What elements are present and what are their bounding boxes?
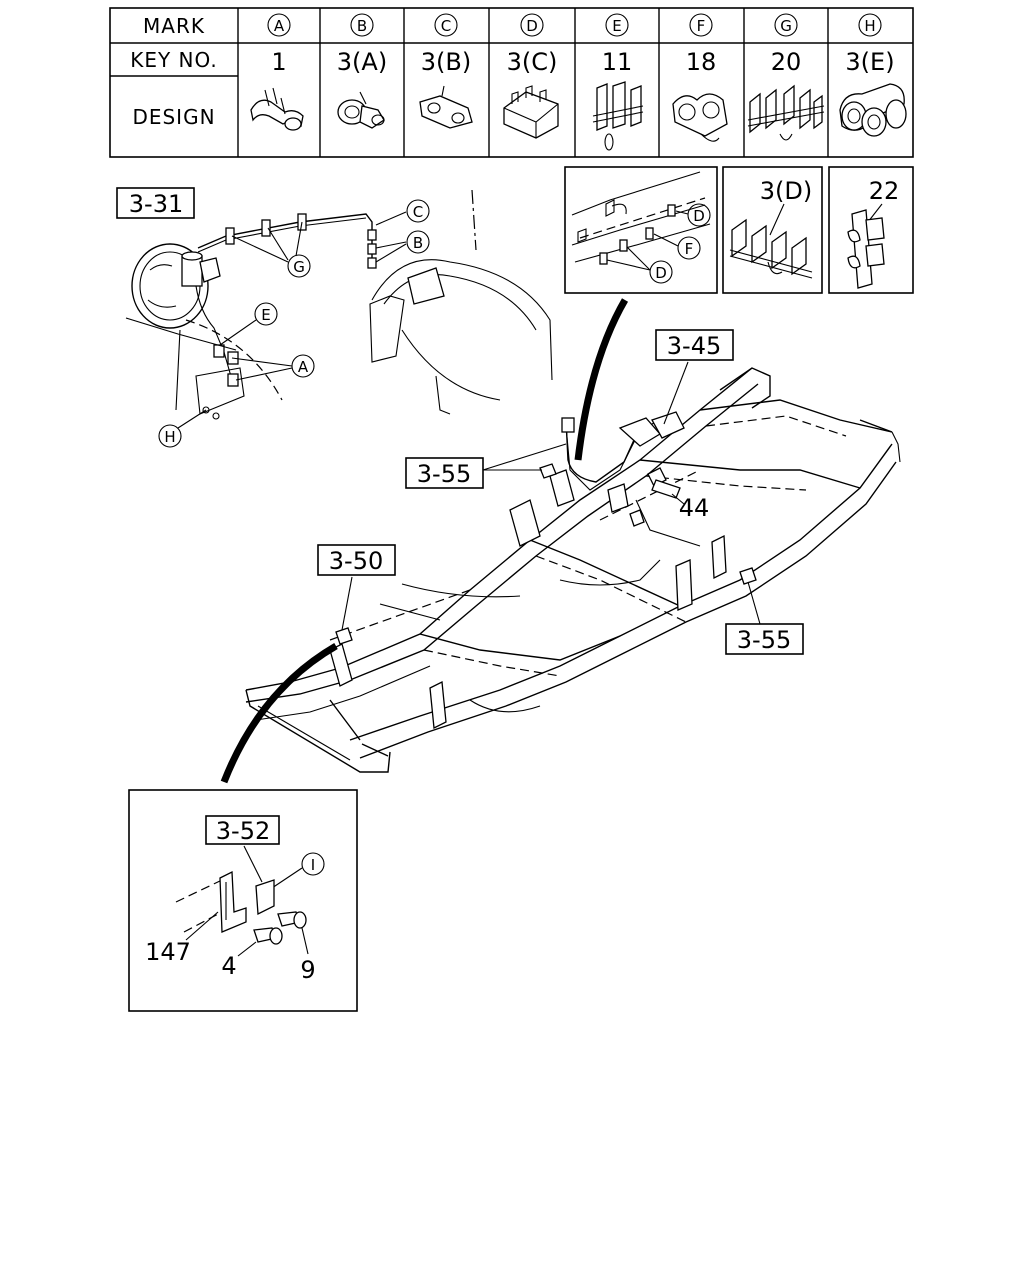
callout-3-55-upper: 3-55: [405, 443, 567, 489]
mark-c: C: [441, 17, 451, 35]
inset-leader-top: [574, 298, 629, 461]
ref-3-55-upper-label: 3-55: [417, 460, 471, 488]
bracket-ref-label: 3-52: [216, 817, 270, 845]
inset-clip-3d: 3(D): [722, 166, 823, 294]
key-c: 3(B): [421, 48, 471, 76]
bracket-part-147: 147: [145, 938, 191, 966]
callout-3-50: 3-50: [317, 544, 396, 631]
mark-d: D: [526, 17, 538, 35]
callout-3-45: 3-45: [655, 329, 734, 425]
ref-3-45-label: 3-45: [667, 332, 721, 360]
left-mark-b: B: [413, 234, 423, 252]
inset-clip-location: D F D: [564, 166, 718, 294]
key-d: 3(C): [507, 48, 558, 76]
key-h: 3(E): [845, 48, 894, 76]
left-mark-g: G: [293, 258, 305, 276]
left-mark-c: C: [413, 203, 423, 221]
clip-design-b: [337, 91, 385, 129]
inset-clip-22: 22: [828, 166, 914, 294]
callout-3-31: 3-31: [116, 187, 195, 219]
mark-a: A: [274, 17, 285, 35]
clip-design-h: [839, 83, 907, 137]
clip-design-f: [672, 93, 728, 142]
inset-22-key: 22: [869, 177, 900, 205]
header-mark: MARK: [143, 14, 205, 38]
left-mark-labels: C B G E A H: [158, 199, 430, 448]
mark-row: A B C D E F G H: [267, 13, 882, 37]
bracket-mark-i: I: [311, 856, 315, 874]
inset-mark-d-upper: D: [693, 207, 705, 225]
clip-table: MARK KEY NO. DESIGN A B C D E F G H 1 3(…: [109, 7, 914, 158]
mark-g: G: [780, 17, 792, 35]
clip-design-a: [250, 87, 304, 131]
clip-design-e: [592, 81, 644, 151]
inset-mark-f: F: [685, 240, 694, 258]
bracket-part-4: 4: [221, 952, 236, 980]
key-row: 1 3(A) 3(B) 3(C) 11 18 20 3(E): [271, 48, 894, 76]
header-key-no: KEY NO.: [130, 48, 218, 72]
callout-3-55-lower: 3-55: [725, 581, 804, 655]
clip-design-c: [419, 85, 473, 129]
inset-mark-d-lower: D: [655, 264, 667, 282]
callout-44: 44: [671, 493, 710, 522]
ref-3-50-label: 3-50: [329, 547, 383, 575]
ref-3-55-lower-label: 3-55: [737, 626, 791, 654]
inset-3d-key: 3(D): [760, 177, 812, 205]
key-f: 18: [686, 48, 717, 76]
key-a: 1: [271, 48, 286, 76]
mark-e: E: [612, 17, 621, 35]
clip-design-g: [747, 84, 825, 141]
left-wheel-detail: [125, 189, 553, 420]
mark-h: H: [864, 17, 875, 35]
inset-leader-bottom: [220, 642, 338, 784]
bracket-part-9: 9: [300, 956, 315, 984]
left-mark-a: A: [298, 358, 309, 376]
left-mark-e: E: [261, 306, 270, 324]
ref-3-31-label: 3-31: [129, 190, 183, 218]
mark-f: F: [697, 17, 706, 35]
part-44-label: 44: [679, 494, 710, 522]
clip-design-d: [503, 85, 559, 139]
key-e: 11: [602, 48, 633, 76]
inset-bracket-detail: 3-52 I 147 4 9: [128, 789, 358, 1012]
left-mark-h: H: [164, 428, 175, 446]
key-g: 20: [771, 48, 802, 76]
header-design: DESIGN: [132, 105, 215, 129]
mark-b: B: [357, 17, 367, 35]
chassis-frame: [245, 367, 901, 773]
key-b: 3(A): [337, 48, 387, 76]
